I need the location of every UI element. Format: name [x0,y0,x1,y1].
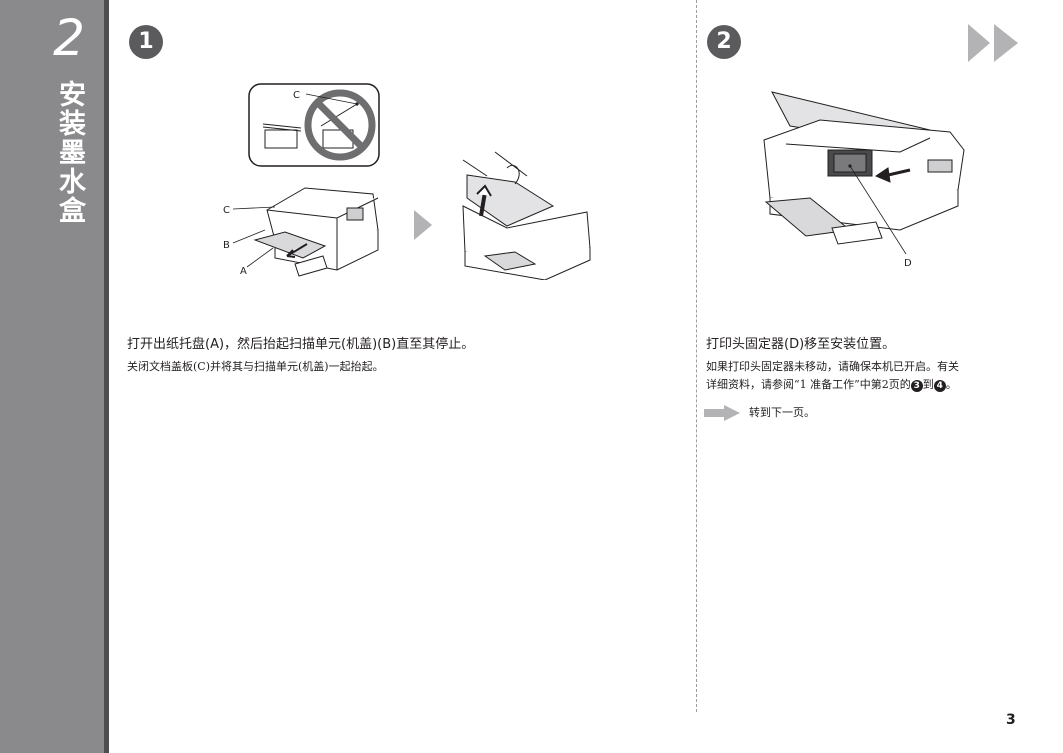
step-ref-3-icon: 3 [910,380,923,392]
label-a: A [240,266,247,277]
step2-note-end: 。 [945,378,957,391]
step2-note-line2: 详细资料，请参阅“1 准备工作”中第2页的 [706,378,911,391]
step2-note: 如果打印头固定器未移动，请确保本机已开启。有关 详细资料，请参阅“1 准备工作”… [706,358,1016,394]
printer-closed [253,187,379,277]
printer-open [462,151,591,280]
sidebar [0,0,104,753]
step1-note: 关闭文档盖板(C)并将其与扫描单元(机盖)一起抬起。 [127,360,384,373]
step1-illustration: C C B A [223,83,591,280]
section-title: 安装墨水盒 [54,80,85,225]
inset-box: C [248,83,380,167]
label-c-inset: C [293,90,300,101]
column-divider [696,0,697,712]
label-d: D [904,258,912,269]
label-b: B [223,240,230,251]
step2-note-mid: 到 [922,378,934,391]
step2-illustration: D [763,91,965,269]
sidebar-rule [104,0,109,753]
go-to-arrow-icon [704,405,740,421]
step1-badge: 1 [129,25,163,59]
step2-heading: 打印头固定器(D)移至安装位置。 [706,337,896,352]
step2-badge: 2 [707,25,741,59]
step-number: 2 [53,9,85,67]
step-arrow-icon [414,210,432,240]
page-number: 3 [1006,712,1016,728]
step1-heading: 打开出纸托盘(A)，然后抬起扫描单元(机盖)(B)直至其停止。 [127,337,475,352]
next-page-icon [968,24,1018,62]
step2-note-line1: 如果打印头固定器未移动，请确保本机已开启。有关 [706,360,959,373]
step-ref-4-text: 4 [936,381,943,391]
step-ref-3-text: 3 [913,381,920,391]
step-ref-4-icon: 4 [933,380,946,392]
label-c: C [223,205,230,216]
goto-next-page-text: 转到下一页。 [749,406,815,419]
